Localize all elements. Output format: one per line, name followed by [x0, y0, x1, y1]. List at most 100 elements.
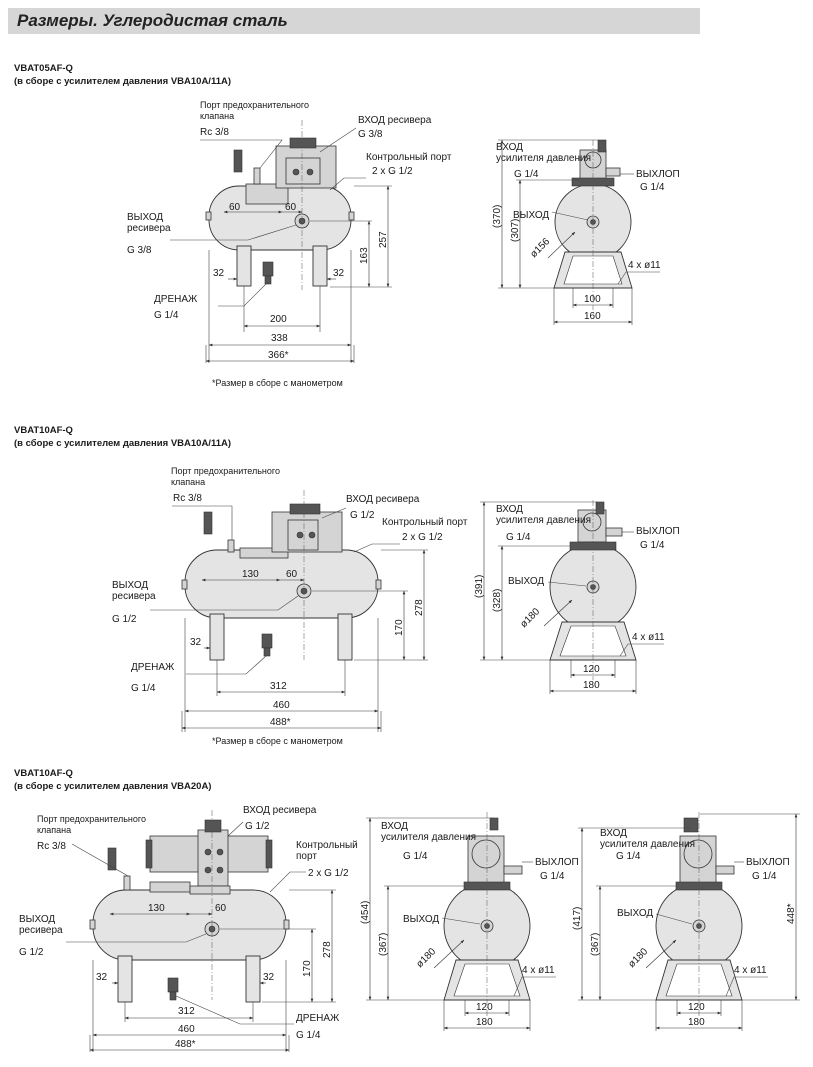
- outlet-label: ВЫХОД: [617, 908, 653, 919]
- model-subtitle: (в сборе с усилителем давления VBA10A/11…: [14, 438, 232, 449]
- leg-right: [312, 245, 328, 287]
- dim-total: 488*: [270, 717, 291, 728]
- inlet-thread: G 1/4: [506, 532, 531, 543]
- dim-a: 130: [242, 569, 259, 580]
- outlet-thread: G 1/2: [112, 614, 137, 625]
- dim-body: 338: [271, 333, 288, 344]
- dim-h-total: (370): [492, 205, 503, 228]
- leg-right: [245, 955, 261, 1003]
- manifold-block: [245, 183, 289, 205]
- dim-leg-left: 32: [96, 972, 108, 983]
- dim-h2: 170: [394, 619, 405, 636]
- dim-h-mid: (367): [590, 933, 601, 956]
- front-view-2: 130 60 32 312 460 488* 278 170 Порт пред…: [112, 466, 468, 746]
- relief-thread: Rc 3/8: [173, 493, 202, 504]
- dim-base-out: 180: [583, 680, 600, 691]
- control-label: Контрольный порт: [382, 517, 468, 528]
- dim-legs: 312: [178, 1006, 195, 1017]
- exhaust-thread: G 1/4: [640, 182, 665, 193]
- assembly-note: *Размер в сборе с манометром: [212, 378, 343, 388]
- exhaust-label: ВЫХЛОП: [636, 526, 680, 537]
- dim-h-right: 448*: [786, 903, 797, 924]
- dim-h-mid: (307): [510, 219, 521, 242]
- section-2-title: VBAT10AF-Q (в сборе с усилителем давлени…: [14, 424, 231, 450]
- inlet-thread: G 1/4: [403, 851, 428, 862]
- dim-legs: 312: [270, 681, 287, 692]
- outlet-label: ВЫХОД: [513, 210, 549, 221]
- dim-dia: ø180: [626, 946, 650, 970]
- dim-h-total: (417): [572, 907, 583, 930]
- dim-a: 130: [148, 903, 165, 914]
- tank-stub-left: [205, 211, 212, 221]
- exhaust-thread: G 1/4: [752, 871, 777, 882]
- outlet-thread: G 1/2: [19, 947, 44, 958]
- exhaust-label: ВЫХЛОП: [636, 169, 680, 180]
- dim-h-total: (391): [474, 575, 485, 598]
- dim-base-in: 120: [583, 664, 600, 675]
- dim-legs: 200: [270, 314, 287, 325]
- dim-60-b: 60: [285, 202, 297, 213]
- booster-valve-block: [285, 157, 321, 185]
- front-view-3: 130 60 32 32 312 460 488* 278 170 Порт п…: [19, 805, 358, 1052]
- section-1-title: VBAT05AF-Q (в сборе с усилителем давлени…: [14, 62, 231, 88]
- inlet-label: ВХОД ресивера: [358, 115, 432, 126]
- leg-right: [337, 613, 353, 661]
- dim-h1: 278: [414, 599, 425, 616]
- inlet-label: ВХОД ресивера: [346, 494, 420, 505]
- exhaust-label: ВЫХЛОП: [746, 857, 790, 868]
- tank-body: [92, 889, 287, 961]
- dim-holes: 4 x ø11: [632, 632, 665, 643]
- dim-h-mid: (367): [378, 933, 389, 956]
- side-view-3b: (417) (367) 448* 120 180 ø180 4 x ø11 ВХ…: [572, 812, 800, 1031]
- dim-leg-right: 32: [333, 268, 345, 279]
- dim-base-in: 100: [584, 294, 601, 305]
- drain-label: ДРЕНАЖ: [131, 662, 175, 673]
- drain-label: ДРЕНАЖ: [154, 294, 198, 305]
- control-thread: 2 x G 1/2: [372, 166, 413, 177]
- inlet-thread: G 1/2: [245, 821, 270, 832]
- relief-thread: Rc 3/8: [37, 841, 66, 852]
- dim-base-out: 180: [476, 1017, 493, 1028]
- dim-leg-right: 32: [263, 972, 275, 983]
- dim-base-in: 120: [688, 1002, 705, 1013]
- model-name: VBAT10AF-Q: [14, 768, 73, 779]
- drain-valve: [261, 633, 273, 649]
- dim-leg-left: 32: [190, 637, 202, 648]
- drain-thread: G 1/4: [296, 1030, 321, 1041]
- drain-valve: [167, 977, 179, 993]
- exhaust-thread: G 1/4: [640, 540, 665, 551]
- drain-thread: G 1/4: [131, 683, 156, 694]
- front-view-1: 60 60 200 338 366* 32 32 257 163 Порт пр…: [127, 100, 452, 388]
- inlet-thread: G 1/4: [514, 169, 539, 180]
- dim-h1: 257: [378, 231, 389, 248]
- dim-body: 460: [273, 700, 290, 711]
- dim-h1: 278: [322, 941, 333, 958]
- dim-body: 460: [178, 1024, 195, 1035]
- dim-60-a: 60: [229, 202, 241, 213]
- exhaust-label: ВЫХЛОП: [535, 857, 579, 868]
- tank-stub-right: [348, 211, 355, 221]
- model-subtitle: (в сборе с усилителем давления VBA10A/11…: [14, 76, 232, 87]
- dim-holes: 4 x ø11: [628, 260, 661, 271]
- model-name: VBAT05AF-Q: [14, 63, 73, 74]
- dim-h-mid: (328): [492, 589, 503, 612]
- dim-b: 60: [215, 903, 227, 914]
- dim-dia: ø156: [528, 236, 552, 260]
- leg-left: [117, 955, 133, 1003]
- inlet-thread: G 1/4: [616, 851, 641, 862]
- dim-total: 488*: [175, 1039, 196, 1050]
- leg-left: [236, 245, 252, 287]
- outlet-thread: G 3/8: [127, 245, 152, 256]
- leg-left: [209, 613, 225, 661]
